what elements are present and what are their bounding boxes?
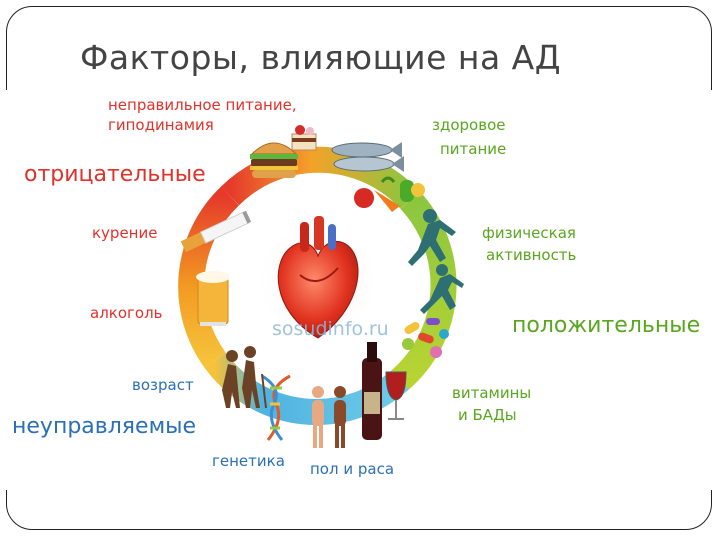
- smoking-label: курение: [92, 224, 158, 242]
- sex-race-label: пол и раса: [310, 460, 395, 478]
- elderly-couple-icon: [222, 346, 267, 409]
- healthy-food-label-line2: питание: [440, 140, 507, 158]
- vitamins-label-line2: и БАДы: [458, 406, 517, 424]
- genetics-label: генетика: [212, 452, 285, 470]
- diet-label-line1: неправильное питание,: [108, 96, 297, 114]
- age-label: возраст: [132, 376, 194, 394]
- healthy-food-label-line1: здоровое: [432, 116, 506, 134]
- cake-icon: [291, 125, 317, 151]
- burger-icon: [250, 142, 298, 178]
- activity-label-line2: активность: [486, 246, 577, 264]
- dna-icon: [261, 374, 291, 441]
- vegetables-icon: [354, 176, 425, 212]
- ring-left-arc: [178, 186, 240, 368]
- category-negative: отрицательные: [24, 162, 206, 187]
- frame-gap-right: [700, 90, 720, 490]
- slide-title: Факторы, влияющие на АД: [80, 38, 562, 77]
- vitamins-label-line1: витамины: [452, 384, 532, 402]
- category-uncontrollable: неуправляемые: [12, 414, 197, 439]
- category-positive: положительные: [512, 313, 701, 338]
- frame-gap-left: [0, 90, 20, 490]
- activity-label-line1: физическая: [482, 224, 576, 242]
- diet-label-line2: гиподинамия: [108, 116, 214, 134]
- alcohol-label: алкоголь: [90, 304, 163, 322]
- ring-top-arc: [220, 146, 420, 210]
- beer-icon: [196, 271, 230, 326]
- wine-icon: [362, 342, 407, 440]
- runner-icon: [408, 209, 464, 314]
- cigarette-icon: [180, 210, 252, 253]
- human-figures-icon: [312, 386, 346, 448]
- watermark-text: sosudinfo.ru: [272, 318, 389, 340]
- vitamins-icon: [402, 318, 449, 358]
- heart-icon: [256, 216, 380, 342]
- fish-icon: [331, 142, 404, 172]
